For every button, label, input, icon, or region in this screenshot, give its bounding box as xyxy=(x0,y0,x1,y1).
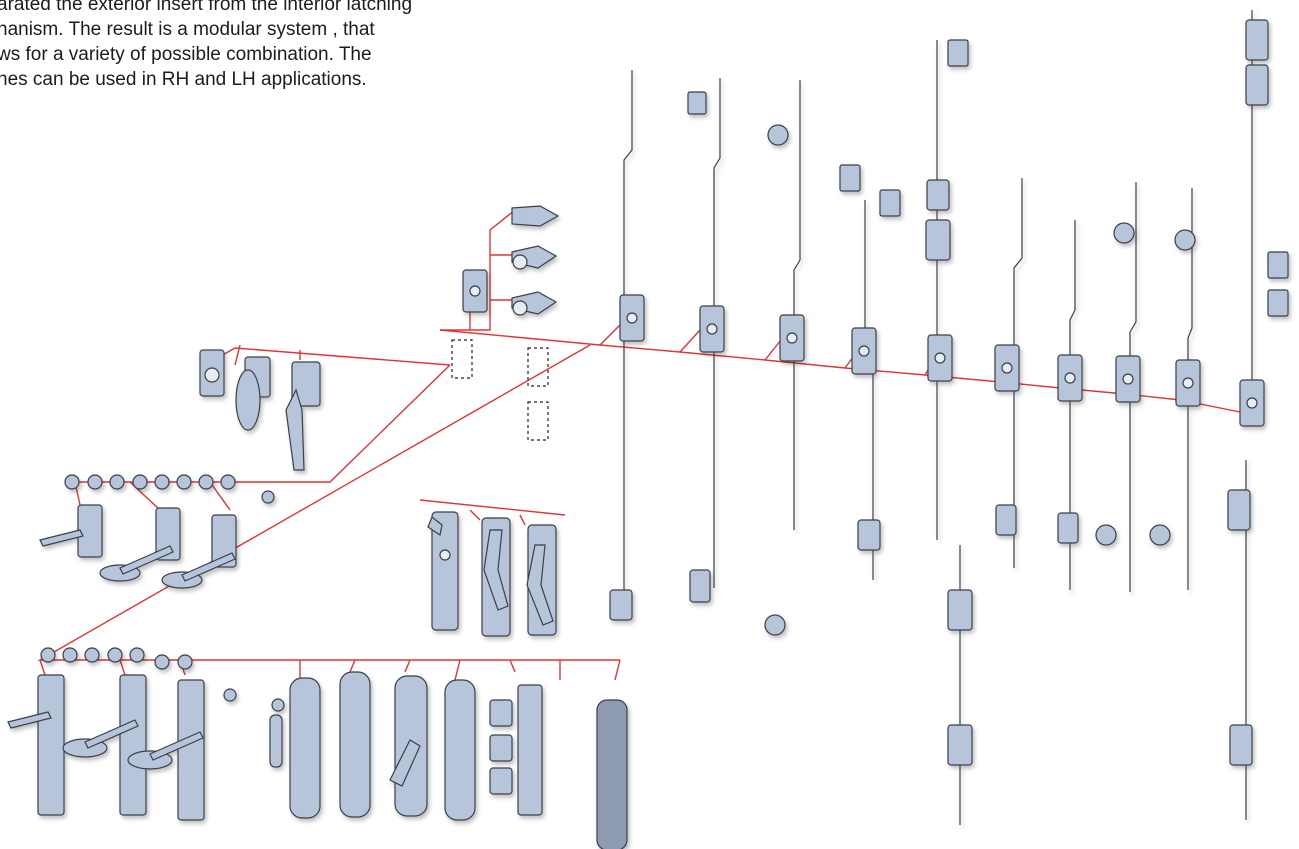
spine-ticks xyxy=(599,319,1186,401)
rod-4 xyxy=(839,164,901,580)
rod-6 xyxy=(947,545,973,825)
rod-5 xyxy=(925,39,969,540)
swing-handles-middle xyxy=(427,511,557,637)
rod-11 xyxy=(1227,10,1289,820)
rod-7 xyxy=(994,178,1023,568)
key-cylinders-row-1 xyxy=(64,474,275,504)
rod-10 xyxy=(1149,188,1201,590)
cylinder-inserts xyxy=(462,205,560,316)
rod-2 xyxy=(687,78,725,603)
parts xyxy=(7,10,1289,849)
caption-line-4: hes can be used in RH and LH application… xyxy=(0,69,367,90)
caption-line-1: arated the exterior insert from the inte… xyxy=(0,0,413,15)
rod-latch-assemblies xyxy=(609,10,1289,825)
swing-handles-lower xyxy=(269,671,628,849)
caption-text: arated the exterior insert from the inte… xyxy=(0,0,587,92)
rod-3 xyxy=(764,80,805,636)
rod-1 xyxy=(609,70,645,621)
rod-8 xyxy=(1057,220,1083,590)
caption-line-3: ws for a variety of possible combination… xyxy=(0,44,372,65)
key-inserts-row-2 xyxy=(7,674,205,821)
key-cylinders-row-2 xyxy=(40,647,237,702)
placeholder-slots xyxy=(451,339,549,441)
caption-line-2: hanism. The result is a modular system ,… xyxy=(0,19,375,40)
key-inserts-row-1 xyxy=(39,504,237,589)
placeholder-slot-3 xyxy=(527,401,549,441)
placeholder-slot-2 xyxy=(527,347,549,387)
connector-lines xyxy=(37,209,1256,681)
rod-9 xyxy=(1095,182,1141,592)
quarter-turn-handles xyxy=(199,349,321,471)
placeholder-slot-1 xyxy=(451,339,473,379)
